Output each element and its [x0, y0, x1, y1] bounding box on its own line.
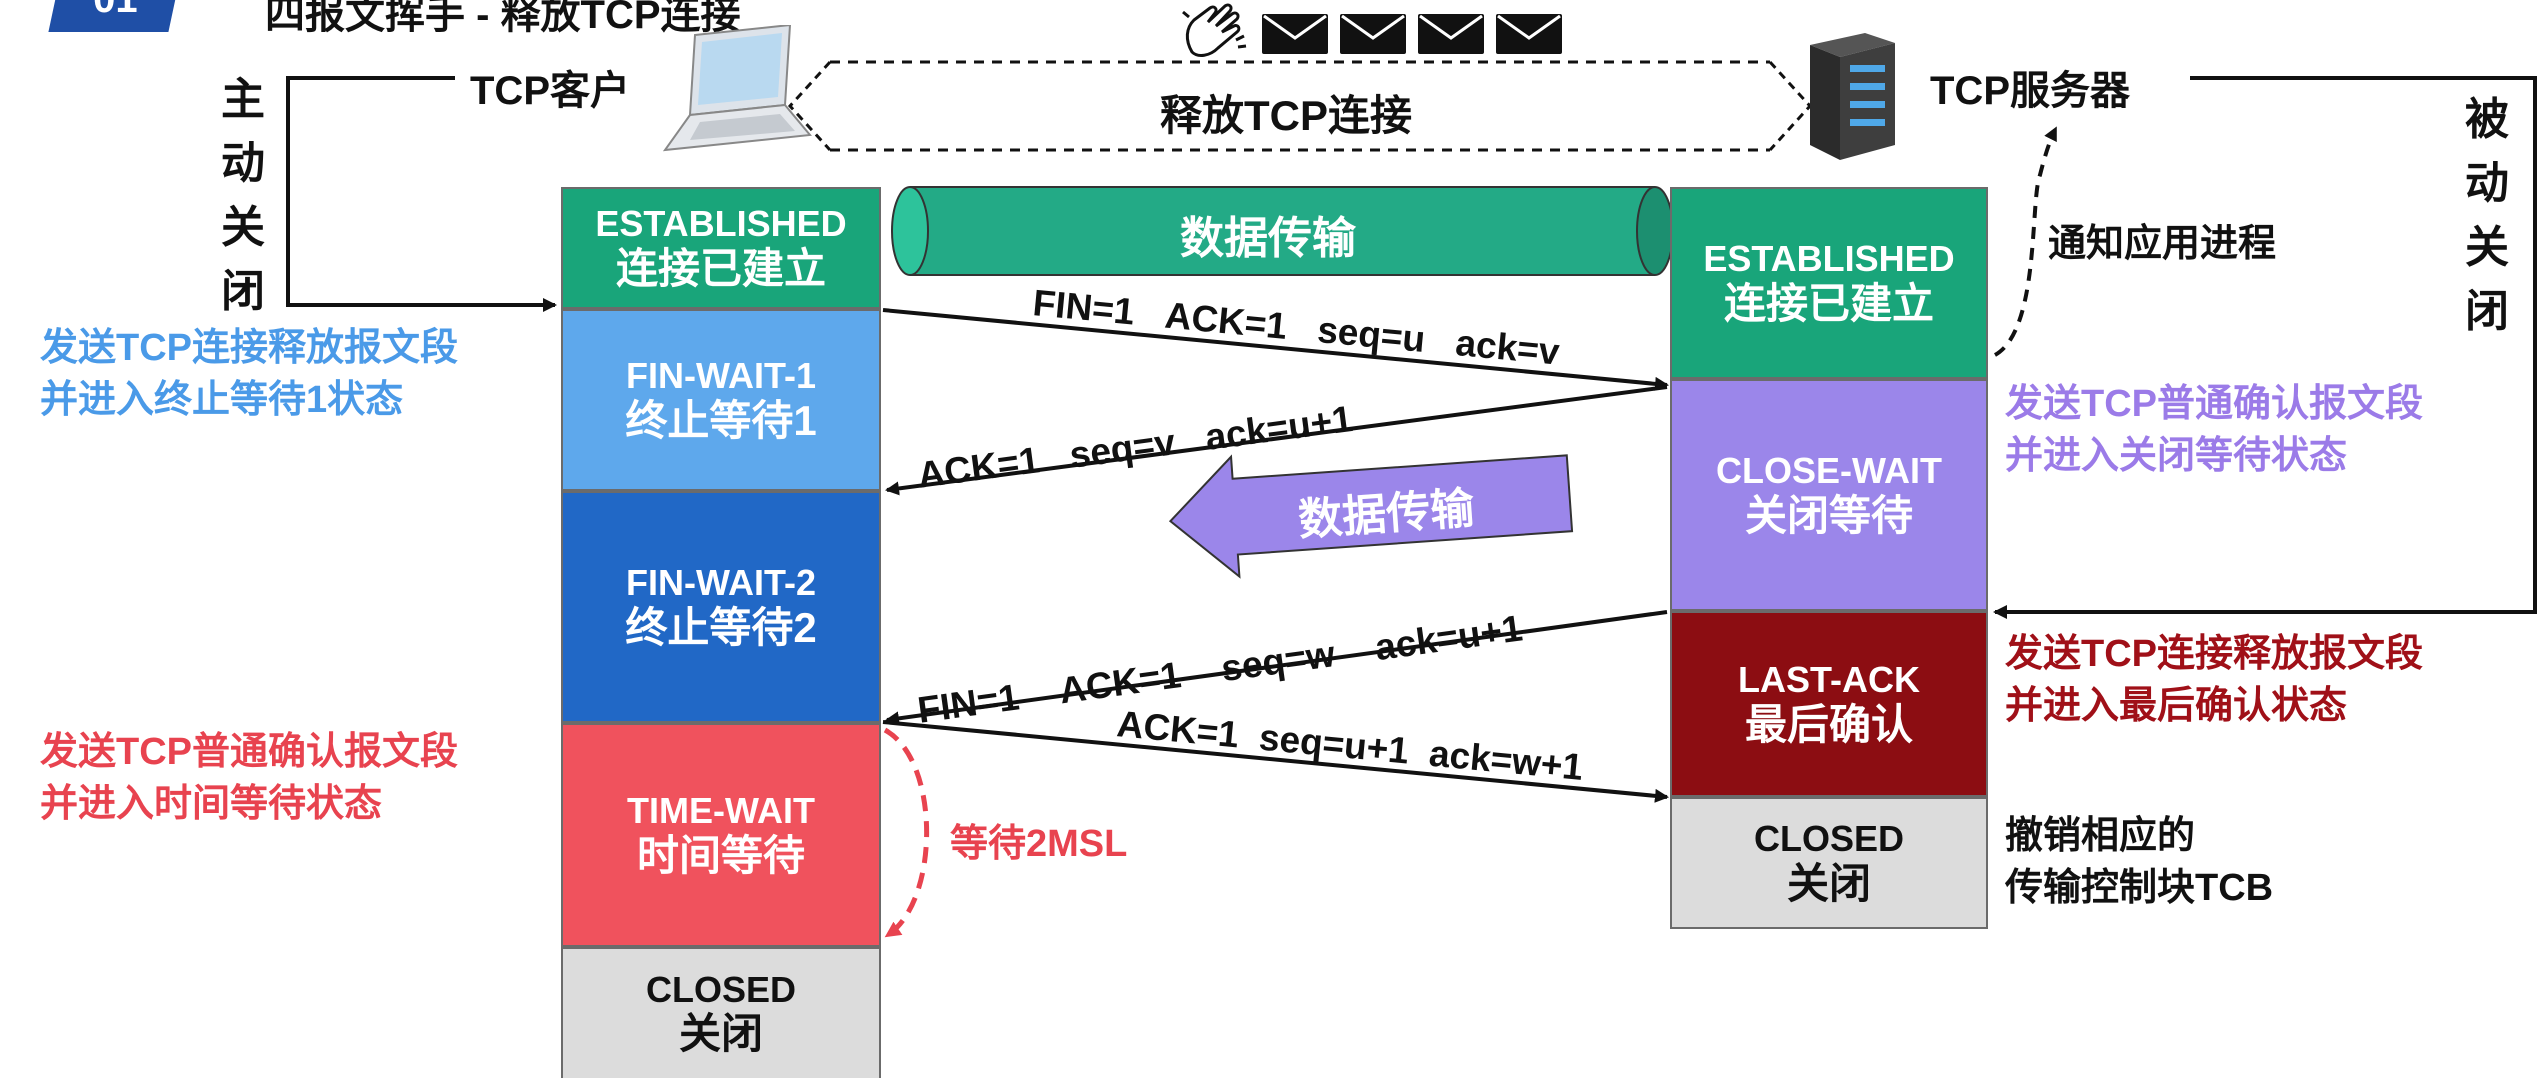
packet-arrow-3 — [885, 610, 1668, 726]
wave-hand-icon — [1182, 3, 1247, 57]
packet-arrow-2 — [885, 385, 1668, 496]
server-label: TCP服务器 — [1930, 69, 2130, 113]
active-close-line — [286, 76, 557, 312]
mail-icon — [1418, 14, 1484, 54]
passive-close-line — [1993, 76, 2537, 619]
data-pipe — [891, 186, 1674, 276]
server-icon — [1810, 33, 1895, 160]
data-transfer-label-1: 数据传输 — [1180, 214, 1356, 263]
client-ack-note: 发送TCP普通确认报文段并进入时间等待状态 — [40, 731, 459, 825]
client-fin-note: 发送TCP连接释放报文段并进入终止等待1状态 — [40, 327, 459, 421]
packet-arrow-1 — [882, 308, 1669, 391]
mail-icon — [1496, 14, 1562, 54]
revoke-tcb-note: 撤销相应的传输控制块TCB — [2005, 815, 2274, 909]
data-transfer-label-2: 数据传输 — [1296, 483, 1476, 546]
notify-arc — [1993, 126, 2057, 357]
active-close-label: 主 动 关 闭 — [221, 75, 265, 316]
release-arrow — [830, 60, 1770, 152]
mail-icon — [1262, 14, 1328, 54]
wait-2msl-arc — [883, 727, 930, 938]
wait-2msl-note: 等待2MSL — [950, 823, 1128, 865]
passive-close-label: 被 动 关 闭 — [2465, 95, 2509, 336]
mail-icon — [1340, 14, 1406, 54]
client-label: TCP客户 — [470, 69, 630, 113]
laptop-icon — [662, 25, 812, 152]
data-arrow — [1168, 454, 1574, 579]
release-label: 释放TCP连接 — [1160, 92, 1413, 139]
page-title: 四报文挥手 - 释放TCP连接 — [265, 0, 741, 37]
notify-app-note: 通知应用进程 — [2048, 223, 2277, 265]
server-ack-note: 发送TCP普通确认报文段并进入关闭等待状态 — [2005, 383, 2424, 477]
server-fin-note: 发送TCP连接释放报文段并进入最后确认状态 — [2005, 633, 2424, 727]
packet-arrow-4 — [882, 720, 1669, 803]
